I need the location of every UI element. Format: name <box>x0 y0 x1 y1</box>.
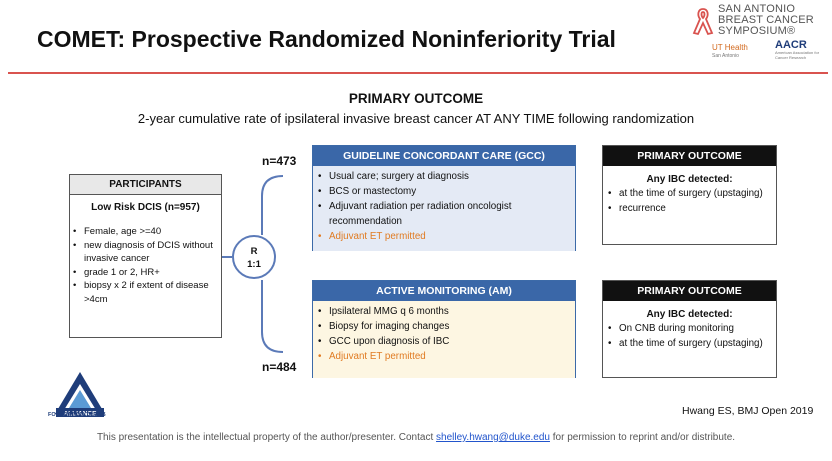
ibc-subheader: Any IBC detected: <box>646 174 733 185</box>
list-item: Adjuvant radiation per radiation oncolog… <box>315 199 571 229</box>
svg-text:ALLIANCE: ALLIANCE <box>64 411 98 418</box>
list-item: BCS or mastectomy <box>315 184 571 199</box>
list-item: GCC upon diagnosis of IBC <box>315 334 571 349</box>
primary-outcome-header: PRIMARY OUTCOME <box>603 146 776 166</box>
outcome-list: On CNB during monitoring at the time of … <box>603 322 776 351</box>
list-item-highlight: Adjuvant ET permitted <box>315 349 571 364</box>
am-list: Ipsilateral MMG q 6 months Biopsy for im… <box>315 304 571 364</box>
gcc-arm-box: GUIDELINE CONCORDANT CARE (GCC) Usual ca… <box>312 145 576 251</box>
ut-health-logo: UT Health San Antonio <box>712 43 748 60</box>
primary-outcome-box-am: PRIMARY OUTCOME Any IBC detected: On CNB… <box>602 280 777 378</box>
primary-outcome-box-gcc: PRIMARY OUTCOME Any IBC detected: at the… <box>602 145 777 245</box>
list-item: at the time of surgery (upstaging) <box>605 337 776 352</box>
am-arm-box: ACTIVE MONITORING (AM) Ipsilateral MMG q… <box>312 280 576 378</box>
list-item: Usual care; surgery at diagnosis <box>315 169 571 184</box>
list-item: recurrence <box>605 202 776 217</box>
list-item: Biopsy for imaging changes <box>315 319 571 334</box>
header-divider <box>8 72 828 74</box>
participants-header: PARTICIPANTS <box>70 175 221 195</box>
outcome-description: 2-year cumulative rate of ipsilateral in… <box>137 111 695 126</box>
participants-box: PARTICIPANTS Low Risk DCIS (n=957) Femal… <box>69 174 222 338</box>
primary-outcome-header: PRIMARY OUTCOME <box>603 281 776 301</box>
participants-list: Female, age >=40 new diagnosis of DCIS w… <box>70 225 221 306</box>
sabcs-logo-text: SAN ANTONIO BREAST CANCER SYMPOSIUM® <box>718 3 814 37</box>
list-item: biopsy x 2 if extent of disease >4cm <box>70 279 217 306</box>
randomization-circle: R 1:1 <box>232 235 276 279</box>
alliance-logo-icon: ALLIANCE <box>55 372 105 418</box>
outcome-heading: PRIMARY OUTCOME <box>348 91 484 106</box>
gcc-list: Usual care; surgery at diagnosis BCS or … <box>315 169 571 244</box>
ibc-subheader: Any IBC detected: <box>646 309 733 320</box>
aacr-logo: AACR American Association for Cancer Res… <box>775 39 820 61</box>
am-count: n=484 <box>262 360 297 374</box>
list-item: grade 1 or 2, HR+ <box>70 266 217 280</box>
list-item: Female, age >=40 <box>70 225 217 239</box>
list-item: On CNB during monitoring <box>605 322 776 337</box>
am-header: ACTIVE MONITORING (AM) <box>313 281 575 301</box>
citation: Hwang ES, BMJ Open 2019 <box>682 405 814 417</box>
slide-title: COMET: Prospective Randomized Noninferio… <box>37 26 616 52</box>
outcome-list: at the time of surgery (upstaging) recur… <box>603 187 776 216</box>
pink-ribbon-icon <box>692 8 714 36</box>
gcc-count: n=473 <box>262 154 297 168</box>
list-item: Ipsilateral MMG q 6 months <box>315 304 571 319</box>
footer-notice: This presentation is the intellectual pr… <box>96 432 736 443</box>
participants-subheader: Low Risk DCIS (n=957) <box>91 202 200 213</box>
list-item-highlight: Adjuvant ET permitted <box>315 229 571 244</box>
gcc-header: GUIDELINE CONCORDANT CARE (GCC) <box>313 146 575 166</box>
list-item: at the time of surgery (upstaging) <box>605 187 776 202</box>
list-item: new diagnosis of DCIS without invasive c… <box>70 239 217 266</box>
contact-email-link[interactable]: shelley.hwang@duke.edu <box>436 432 550 443</box>
alliance-subtitle: FOUNDATION TRIALS <box>48 412 106 418</box>
